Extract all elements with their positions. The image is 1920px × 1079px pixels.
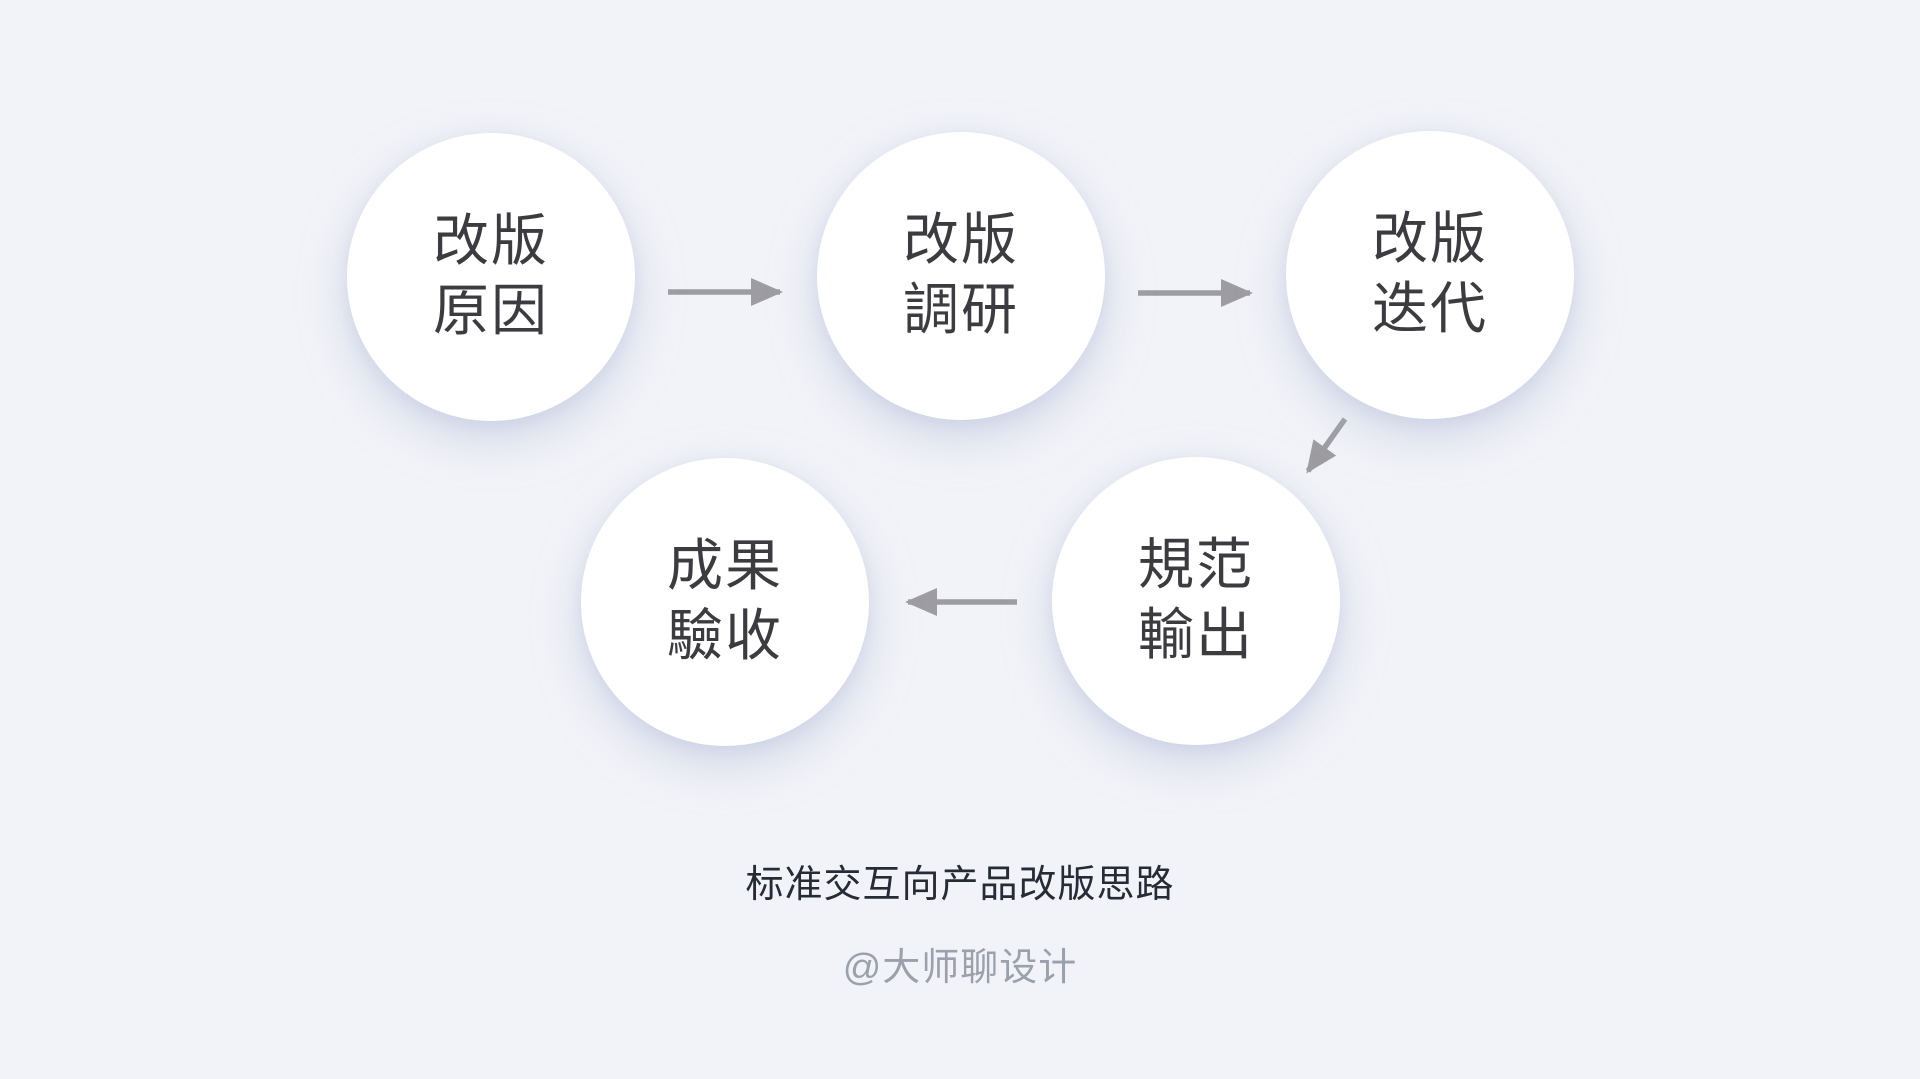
diagram-title: 标准交互向产品改版思路 — [745, 864, 1175, 906]
node-label-line: 成果 — [667, 536, 783, 598]
node-result-acceptance: 成果 驗收 — [581, 458, 869, 746]
node-label-line: 迭代 — [1372, 279, 1488, 341]
node-label-line: 規范 — [1138, 535, 1254, 597]
node-label-line: 改版 — [433, 211, 549, 273]
node-label-line: 調研 — [903, 280, 1019, 342]
diagram-credit: @大师聊设计 — [842, 947, 1078, 989]
node-revision-research: 改版 調研 — [817, 132, 1105, 420]
node-label-line: 改版 — [1372, 209, 1488, 271]
arrow-down-left-icon — [1305, 417, 1348, 474]
node-label-line: 改版 — [903, 210, 1019, 272]
node-label-line: 驗收 — [667, 606, 783, 668]
node-revision-iteration: 改版 迭代 — [1286, 131, 1574, 419]
node-label-line: 輸出 — [1138, 605, 1254, 667]
node-label-line: 原因 — [433, 281, 549, 343]
node-spec-output: 規范 輸出 — [1052, 457, 1340, 745]
node-revision-reason: 改版 原因 — [347, 133, 635, 421]
